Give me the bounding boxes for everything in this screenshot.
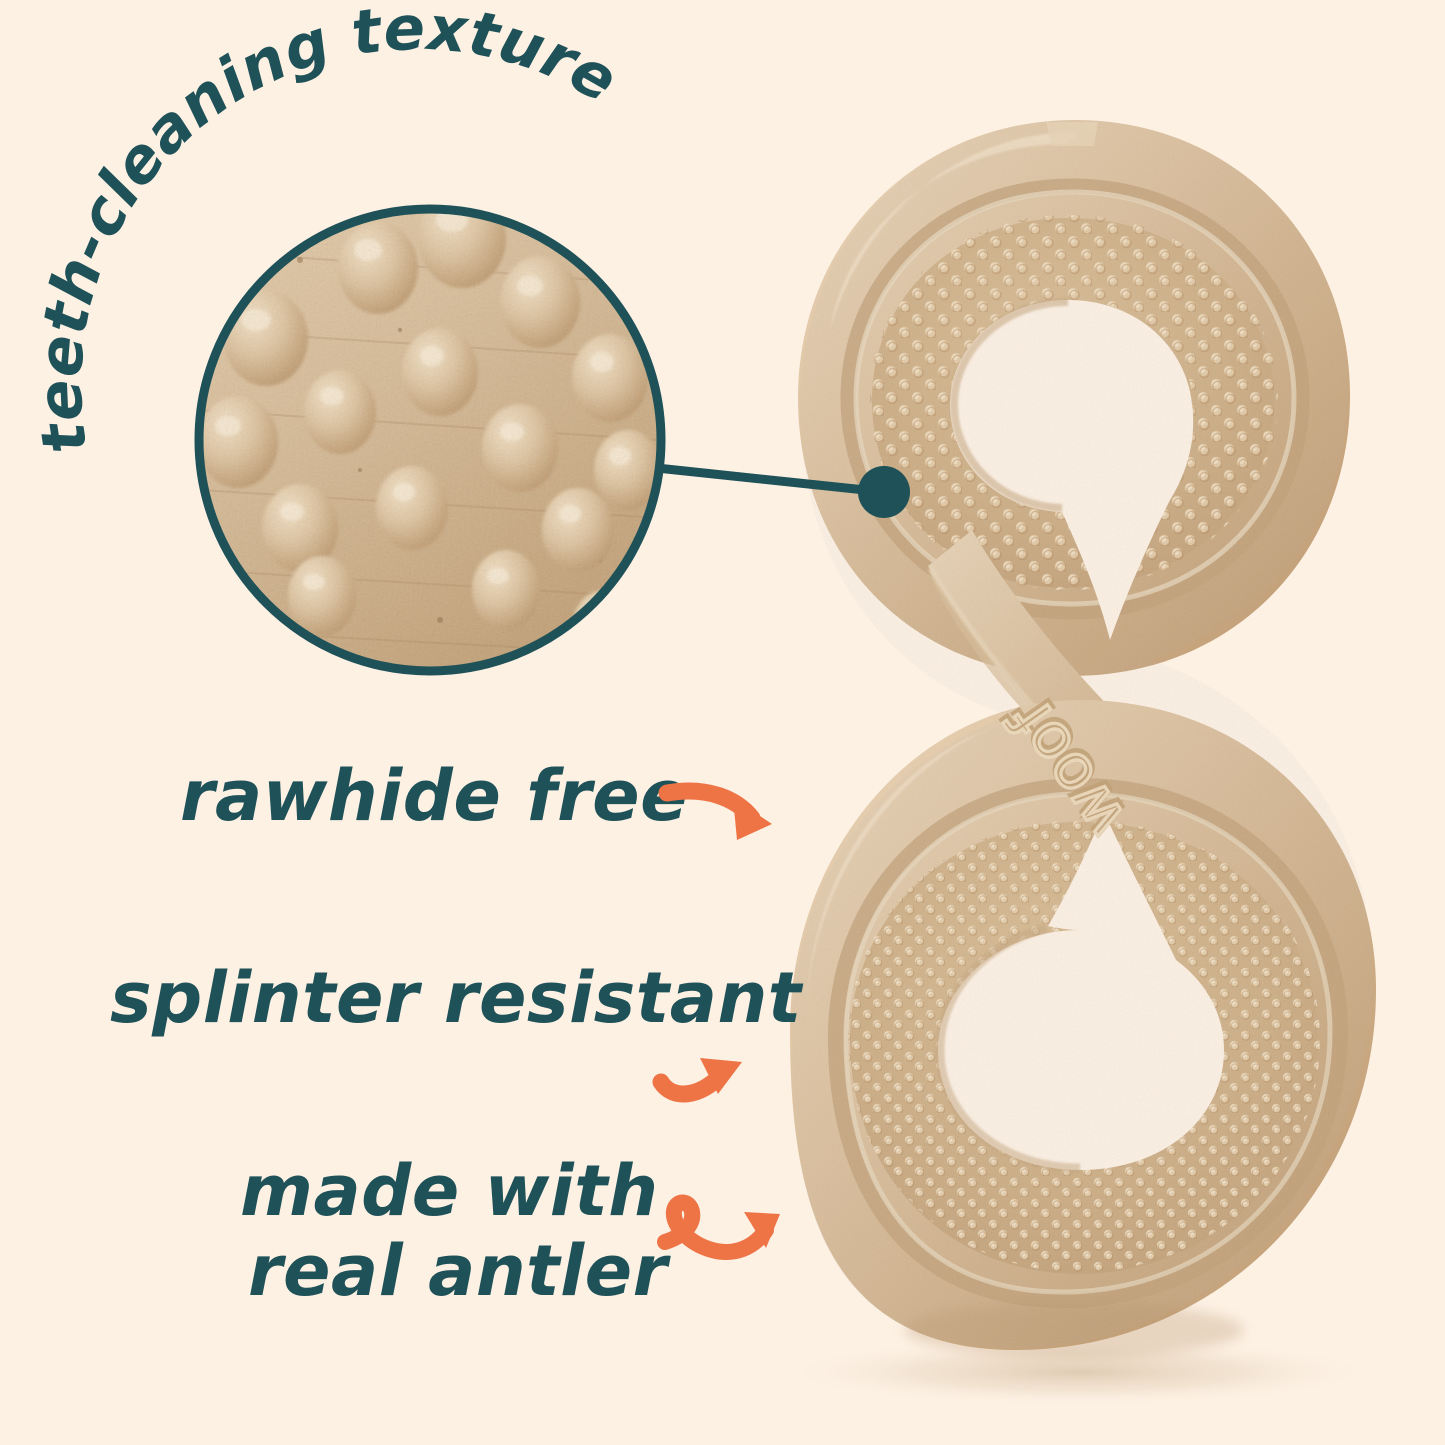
feature-label-rawhide-free: rawhide free bbox=[180, 755, 688, 837]
magnifier-content bbox=[200, 210, 660, 670]
product-grain-overlay bbox=[760, 100, 1420, 1380]
arrow-curved-up-right-icon bbox=[652, 1058, 742, 1103]
magnifier-ring bbox=[194, 204, 666, 676]
arrow-looped-up-right-icon bbox=[657, 1194, 780, 1260]
feature-label-made-with-line1: made with bbox=[240, 1150, 659, 1232]
feature-label-splinter-resistant: splinter resistant bbox=[110, 957, 804, 1039]
pointer-dot bbox=[858, 466, 910, 518]
arrow-curved-down-right-icon bbox=[658, 782, 772, 840]
feature-label-made-with-line2: real antler bbox=[248, 1230, 672, 1312]
